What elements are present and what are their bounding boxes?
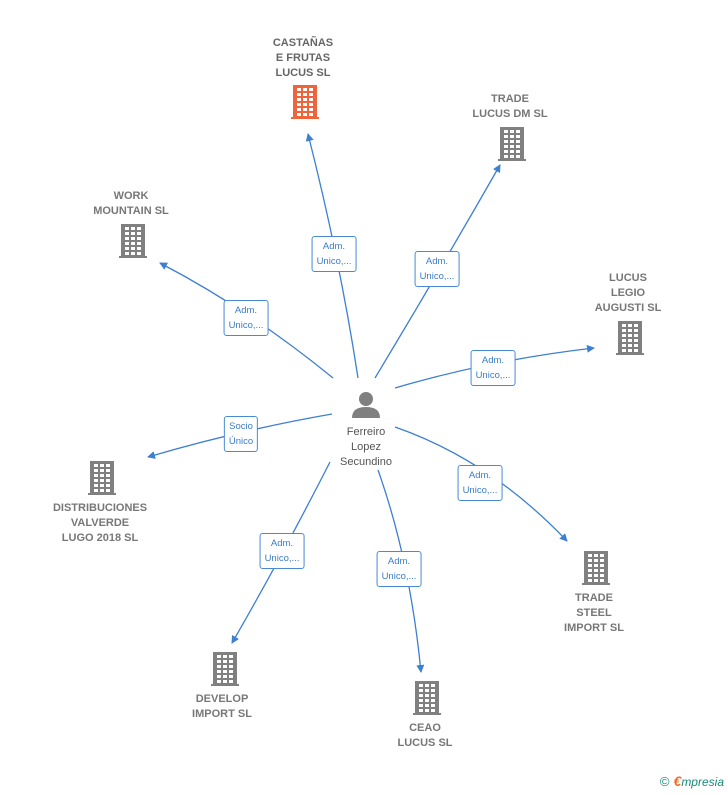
edge-label-work-mountain[interactable]: Adm. Unico,... xyxy=(223,300,269,336)
company-label-trade-steel[interactable]: TRADE STEEL IMPORT SL xyxy=(564,592,624,634)
edge-label-lucus-legio[interactable]: Adm. Unico,... xyxy=(470,350,516,386)
building-icon-trade-lucus[interactable] xyxy=(498,127,526,161)
edge-label-trade-lucus[interactable]: Adm. Unico,... xyxy=(414,251,460,287)
company-label-work-mountain[interactable]: WORK MOUNTAIN SL xyxy=(93,190,169,217)
building-icon-develop[interactable] xyxy=(211,652,239,686)
building-icon-ceao[interactable] xyxy=(413,681,441,715)
edge-label-distribuciones[interactable]: Socio Único xyxy=(223,416,259,452)
company-label-develop[interactable]: DEVELOP IMPORT SL xyxy=(192,693,252,720)
building-icon-distribuciones[interactable] xyxy=(88,461,116,495)
edge-label-trade-steel[interactable]: Adm. Unico,... xyxy=(457,465,503,501)
company-label-trade-lucus[interactable]: TRADE LUCUS DM SL xyxy=(472,93,548,120)
edge-label-castanas[interactable]: Adm. Unico,... xyxy=(311,236,357,272)
building-icon-work-mountain[interactable] xyxy=(119,224,147,258)
building-icon-lucus-legio[interactable] xyxy=(616,321,644,355)
person-icon[interactable] xyxy=(352,392,380,418)
edge-label-develop[interactable]: Adm. Unico,... xyxy=(259,533,305,569)
copyright-icon: © xyxy=(659,774,670,789)
building-icon-trade-steel[interactable] xyxy=(582,551,610,585)
company-label-ceao[interactable]: CEAO LUCUS SL xyxy=(397,722,453,749)
empresia-logo-text: mpresia xyxy=(681,775,724,789)
edge-label-ceao[interactable]: Adm. Unico,... xyxy=(376,551,422,587)
person-label[interactable]: Ferreiro Lopez Secundino xyxy=(340,426,392,468)
empresia-footer: ©€mpresia xyxy=(660,773,724,789)
empresia-logo-mark: € xyxy=(673,773,682,789)
building-icon-castanas[interactable] xyxy=(291,85,319,119)
company-label-lucus-legio[interactable]: LUCUS LEGIO AUGUSTI SL xyxy=(594,272,662,314)
company-label-distribuciones[interactable]: DISTRIBUCIONES VALVERDE LUGO 2018 SL xyxy=(52,502,148,544)
company-label-castanas[interactable]: CASTAÑAS E FRUTAS LUCUS SL xyxy=(272,37,334,79)
